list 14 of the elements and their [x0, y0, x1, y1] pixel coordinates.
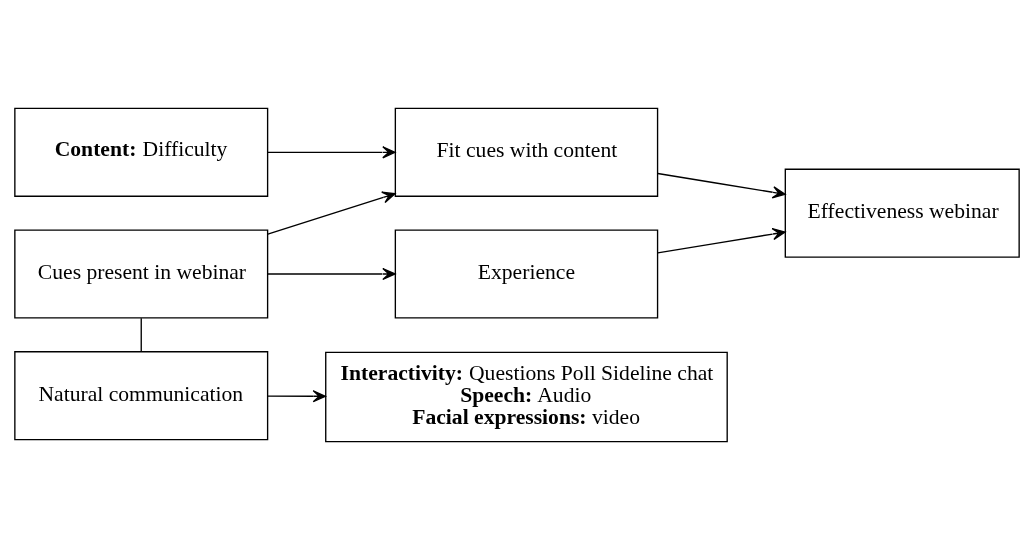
node-box: Natural communication	[14, 350, 269, 440]
node-box: Content: Difficulty	[14, 107, 269, 197]
arrow	[267, 267, 396, 280]
node-box: Cues present in webinar	[14, 228, 269, 319]
node-box: Effectiveness webinar	[784, 168, 1020, 258]
node-box: Experience	[394, 228, 659, 319]
node-box: Interactivity: Questions Poll Sideline chat Speech: Audio Facial expressions: video	[325, 351, 728, 442]
arrow	[657, 172, 786, 198]
connector	[140, 317, 142, 352]
arrow	[657, 227, 786, 253]
arrow	[267, 145, 396, 158]
node-box: Fit cues with content	[394, 107, 659, 197]
arrow	[267, 389, 327, 402]
arrow	[267, 191, 396, 235]
